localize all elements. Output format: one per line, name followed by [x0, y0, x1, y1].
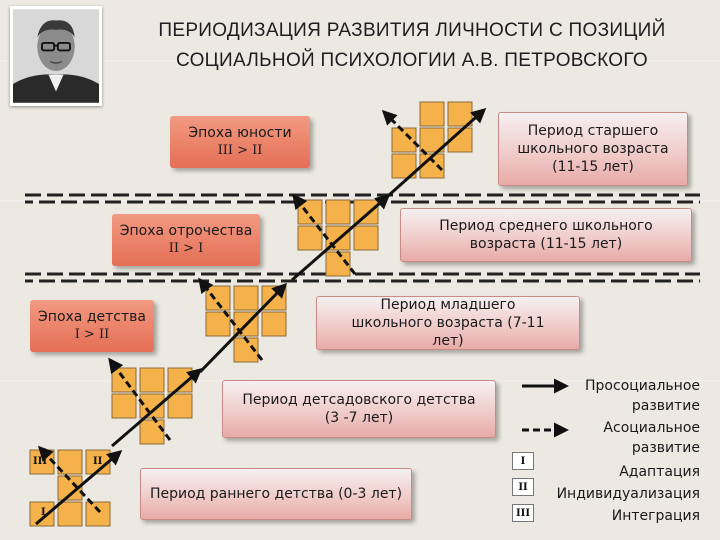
epoch-adolescence: Эпоха отрочества II > I [112, 214, 260, 266]
legend-badge-i: I [512, 452, 534, 470]
square-label-i: I [41, 507, 46, 518]
square-label-ii: II [93, 456, 103, 467]
portrait-photo [10, 6, 102, 106]
title-line-1: ПЕРИОДИЗАЦИЯ РАЗВИТИЯ ЛИЧНОСТИ С ПОЗИЦИЙ [158, 20, 666, 41]
legend-badge-iii: III [512, 504, 534, 522]
legend-adaptation-text: Адаптация [619, 464, 700, 480]
epoch-youth-formula: III > II [217, 143, 263, 158]
period-middle-school-label: Период среднего школьного возраста (11-1… [439, 218, 653, 252]
epoch-childhood-formula: I > II [74, 327, 110, 342]
squares-cluster-kindergarten [111, 367, 193, 445]
period-junior-school: Период младшего школьного возраста (7-11… [316, 296, 580, 350]
epoch-adolescence-formula: II > I [168, 241, 204, 256]
page-title: ПЕРИОДИЗАЦИЯ РАЗВИТИЯ ЛИЧНОСТИ С ПОЗИЦИЙ… [112, 16, 712, 76]
squares-cluster-lower [205, 285, 287, 363]
legend-badge-ii: II [512, 478, 534, 496]
epoch-adolescence-label: Эпоха отрочества [119, 223, 253, 239]
period-senior-school-label: Период старшего школьного возраста (11-1… [517, 123, 669, 175]
legend-integration-text: Интеграция [611, 508, 700, 524]
epoch-childhood: Эпоха детства I > II [30, 300, 154, 352]
period-early-childhood: Период раннего детства (0-3 лет) [140, 468, 412, 520]
title-line-2: СОЦИАЛЬНОЙ ПСИХОЛОГИИ А.В. ПЕТРОВСКОГО [176, 50, 648, 71]
epoch-youth-label: Эпоха юности [188, 125, 292, 141]
period-early-childhood-label: Период раннего детства (0-3 лет) [149, 486, 403, 502]
epoch-youth: Эпоха юности III > II [170, 116, 310, 168]
period-middle-school: Период среднего школьного возраста (11-1… [400, 208, 692, 262]
asocial-arrows [37, 109, 444, 514]
squares-cluster-top [391, 101, 473, 179]
period-senior-school: Период старшего школьного возраста (11-1… [498, 112, 688, 186]
legend-asocial-text: Асоциальное развитие [603, 420, 700, 456]
background-stripe [0, 60, 720, 62]
legend-prosocial-text: Просоциальное развитие [585, 378, 700, 414]
portrait-image [13, 9, 99, 103]
legend-individualization-text: Индивидуализация [556, 486, 700, 502]
period-kindergarten: Период детсадовского детства (3 -7 лет) [222, 380, 496, 438]
square-label-iii: III [33, 456, 48, 467]
epoch-childhood-label: Эпоха детства [38, 309, 146, 325]
prosocial-arrows [35, 107, 487, 526]
period-kindergarten-label: Период детсадовского детства (3 -7 лет) [242, 392, 476, 426]
period-junior-school-label: Период младшего школьного возраста (7-11… [351, 297, 545, 349]
